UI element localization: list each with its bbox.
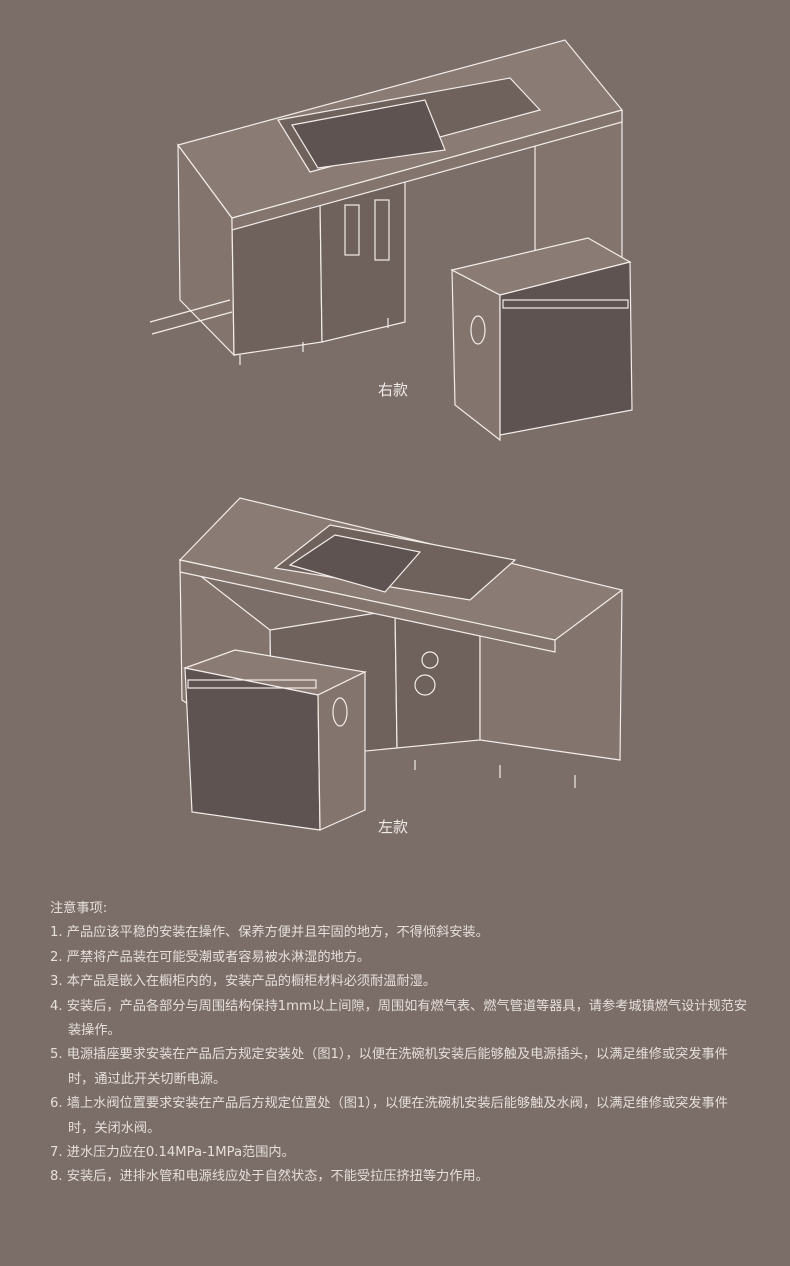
installation-notes: 注意事项: 1. 产品应该平稳的安装在操作、保养方便并且牢固的地方，不得倾斜安装… (50, 897, 750, 1190)
note-item: 7. 进水压力应在0.14MPa-1MPa范围内。 (50, 1145, 295, 1161)
note-item: 5. 电源插座要求安装在产品后方规定安装处（图1），以便在洗碗机安装后能够触及电… (50, 1047, 728, 1087)
note-item: 6. 墙上水阀位置要求安装在产品后方规定位置处（图1），以便在洗碗机安装后能够触… (50, 1096, 728, 1136)
note-item: 1. 产品应该平稳的安装在操作、保养方便并且牢固的地方，不得倾斜安装。 (50, 925, 489, 941)
left-install-illustration: 左款 (178, 497, 624, 836)
figure-caption-left: 左款 (378, 818, 408, 836)
right-install-illustration: 右款 (149, 39, 633, 442)
note-item: 3. 本产品是嵌入在橱柜内的，安装产品的橱柜材料必须耐温耐湿。 (50, 974, 437, 990)
notes-title: 注意事项: (50, 901, 108, 916)
note-item: 4. 安装后，产品各部分与周围结构保持1mm以上间隙，周围如有燃气表、燃气管道等… (50, 998, 748, 1039)
note-item: 2. 严禁将产品装在可能受潮或者容易被水淋湿的地方。 (50, 949, 371, 965)
note-item: 8. 安装后，进排水管和电源线应处于自然状态，不能受拉压挤扭等力作用。 (50, 1169, 489, 1185)
figure-caption-right: 右款 (378, 381, 408, 399)
